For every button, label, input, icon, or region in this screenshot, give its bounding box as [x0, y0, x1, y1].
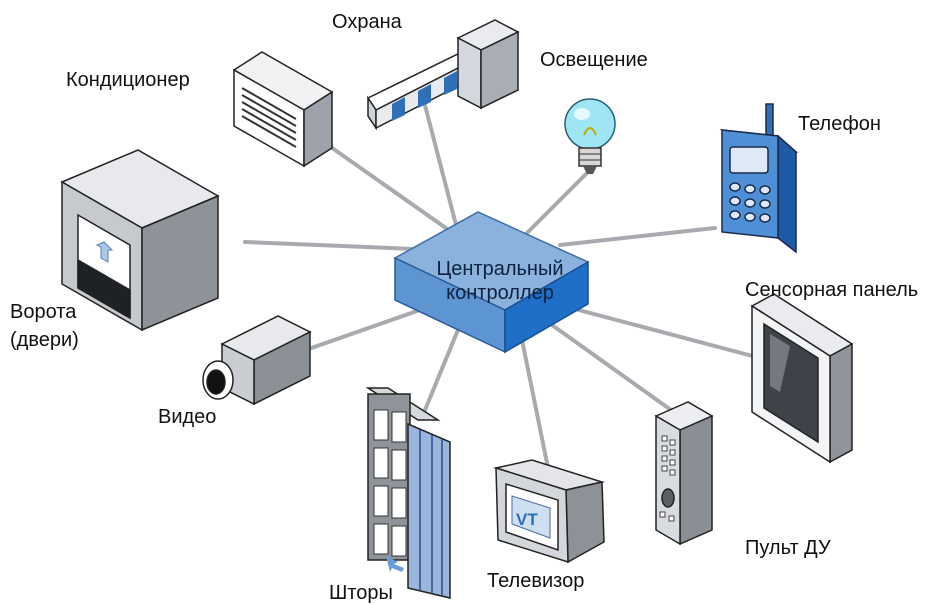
- central-controller: [393, 211, 590, 354]
- touch-panel-label: Сенсорная панель: [745, 279, 919, 301]
- lighting-label: Освещение: [540, 49, 648, 71]
- controller-label-line2: контроллер: [446, 282, 554, 304]
- touch-panel-icon: [750, 293, 854, 464]
- garage-gate-icon: [60, 149, 220, 332]
- remote-control-icon: [654, 401, 714, 546]
- air-conditioner-icon: [232, 51, 334, 168]
- remote-label: Пульт ДУ: [745, 537, 831, 559]
- air-conditioner-label: Кондиционер: [66, 69, 190, 91]
- blinds-icon: [365, 387, 451, 599]
- controller-label-line1: Центральный: [436, 258, 564, 280]
- tv-label: Телевизор: [487, 570, 585, 592]
- barrier-icon: [366, 19, 520, 131]
- video-camera-icon: [202, 315, 312, 406]
- gate-label-line1: Ворота: [10, 301, 77, 323]
- mobile-phone-icon: [719, 103, 799, 254]
- light-bulb-icon: [564, 98, 616, 174]
- tv-logo: VT: [516, 510, 538, 529]
- controller-label: Центральный контроллер: [415, 257, 585, 305]
- blinds-label: Шторы: [329, 582, 393, 604]
- video-label: Видео: [158, 406, 217, 428]
- security-label: Охрана: [332, 11, 402, 33]
- tv-icon: [493, 459, 605, 564]
- gate-label-line2: (двери): [10, 329, 79, 351]
- phone-label: Телефон: [798, 113, 881, 135]
- connector-lines: [243, 84, 762, 470]
